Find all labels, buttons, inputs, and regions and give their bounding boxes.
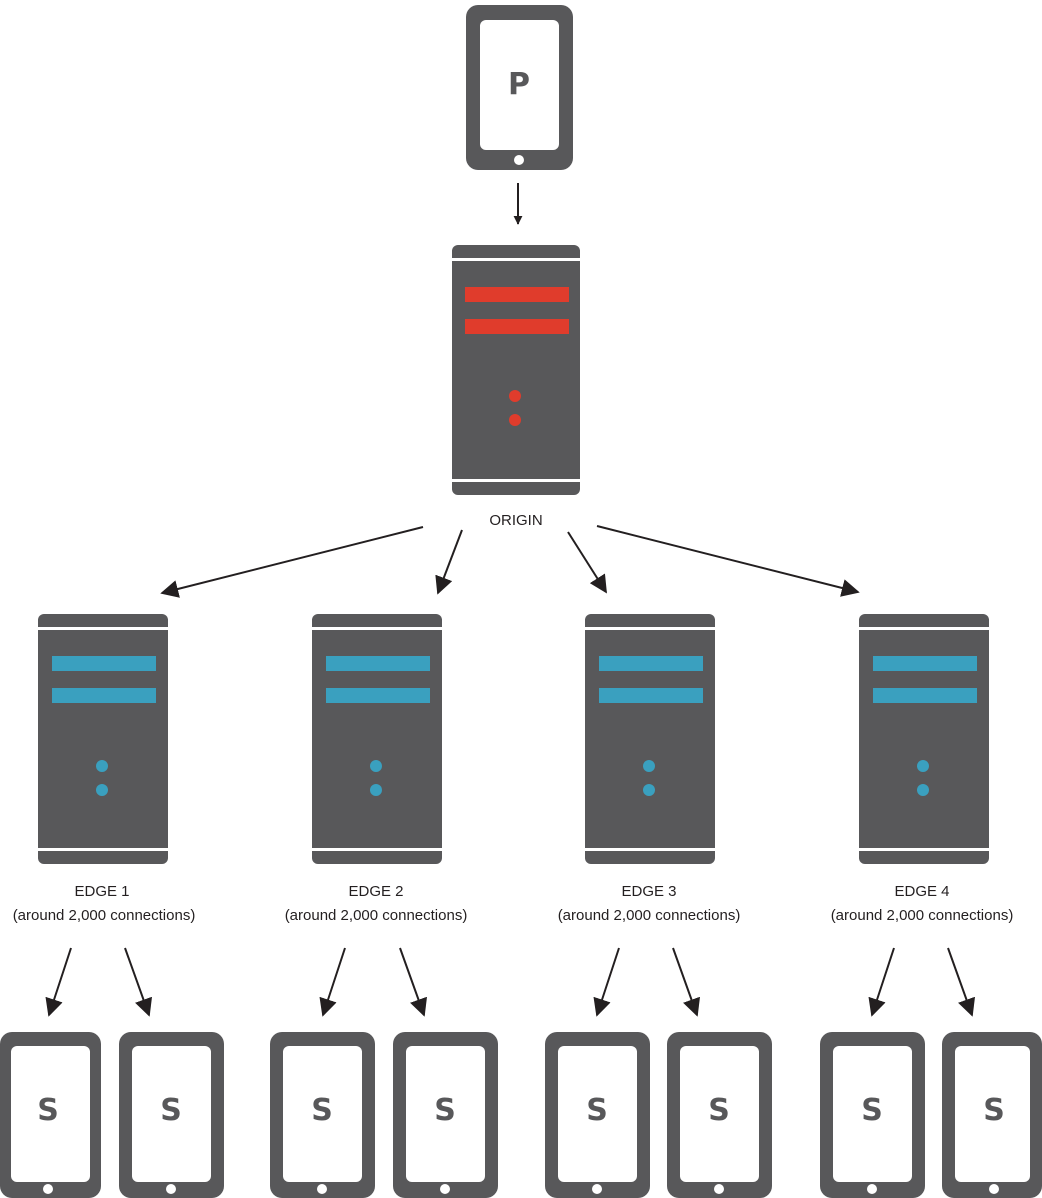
arrow-edge-3-to-subscriber-1 [593, 947, 620, 1017]
edge-server-4: EDGE 4 (around 2,000 connections) [831, 614, 1014, 924]
edge-server-2: EDGE 2 (around 2,000 connections) [285, 614, 468, 924]
subscriber-device-7: S [820, 1032, 925, 1198]
arrow-edge-4-to-subscriber-1 [868, 947, 895, 1017]
arrow-origin-to-edge-4 [596, 525, 860, 597]
arrow-edge-3-to-subscriber-2 [672, 947, 701, 1017]
arrow-edge-1-to-subscriber-2 [124, 947, 153, 1017]
arrow-edge-2-to-subscriber-1 [319, 947, 346, 1017]
edge-2-detail: (around 2,000 connections) [285, 907, 468, 924]
origin-label: ORIGIN [489, 512, 542, 529]
arrow-edge-1-to-subscriber-1 [45, 947, 72, 1017]
server-icon [38, 614, 168, 864]
arrow-origin-to-edge-3 [567, 531, 607, 594]
subscriber-letter: S [37, 1093, 59, 1128]
subscriber-letter: S [586, 1093, 608, 1128]
subscriber-device-6: S [667, 1032, 772, 1198]
subscriber-letter: S [160, 1093, 182, 1128]
edge-server-3: EDGE 3 (around 2,000 connections) [558, 614, 741, 924]
subscriber-letter: S [861, 1093, 883, 1128]
arrow-origin-to-edge-1 [160, 526, 424, 598]
edge-2-name: EDGE 2 [348, 883, 403, 900]
subscriber-device-5: S [545, 1032, 650, 1198]
server-icon [859, 614, 989, 864]
edge-server-1: EDGE 1 (around 2,000 connections) [13, 614, 196, 924]
arrow-edge-2-to-subscriber-2 [399, 947, 428, 1017]
subscriber-letter: S [434, 1093, 456, 1128]
subscriber-letter: S [983, 1093, 1005, 1128]
subscriber-device-2: S [119, 1032, 224, 1198]
subscriber-device-4: S [393, 1032, 498, 1198]
subscriber-device-1: S [0, 1032, 101, 1198]
edge-4-detail: (around 2,000 connections) [831, 907, 1014, 924]
arrow-edge-4-to-subscriber-2 [947, 947, 976, 1017]
server-icon [312, 614, 442, 864]
arrow-origin-to-edge-2 [435, 529, 463, 595]
edge-3-name: EDGE 3 [621, 883, 676, 900]
publisher-letter: P [508, 67, 530, 102]
edge-1-detail: (around 2,000 connections) [13, 907, 196, 924]
subscriber-letter: S [311, 1093, 333, 1128]
subscriber-device-8: S [942, 1032, 1042, 1198]
origin-server: ORIGIN [452, 245, 580, 529]
edge-1-name: EDGE 1 [74, 883, 129, 900]
edge-4-name: EDGE 4 [894, 883, 949, 900]
server-icon [452, 245, 580, 495]
publisher-device: P [466, 5, 573, 170]
subscriber-device-3: S [270, 1032, 375, 1198]
edge-3-detail: (around 2,000 connections) [558, 907, 741, 924]
server-icon [585, 614, 715, 864]
subscriber-letter: S [708, 1093, 730, 1128]
